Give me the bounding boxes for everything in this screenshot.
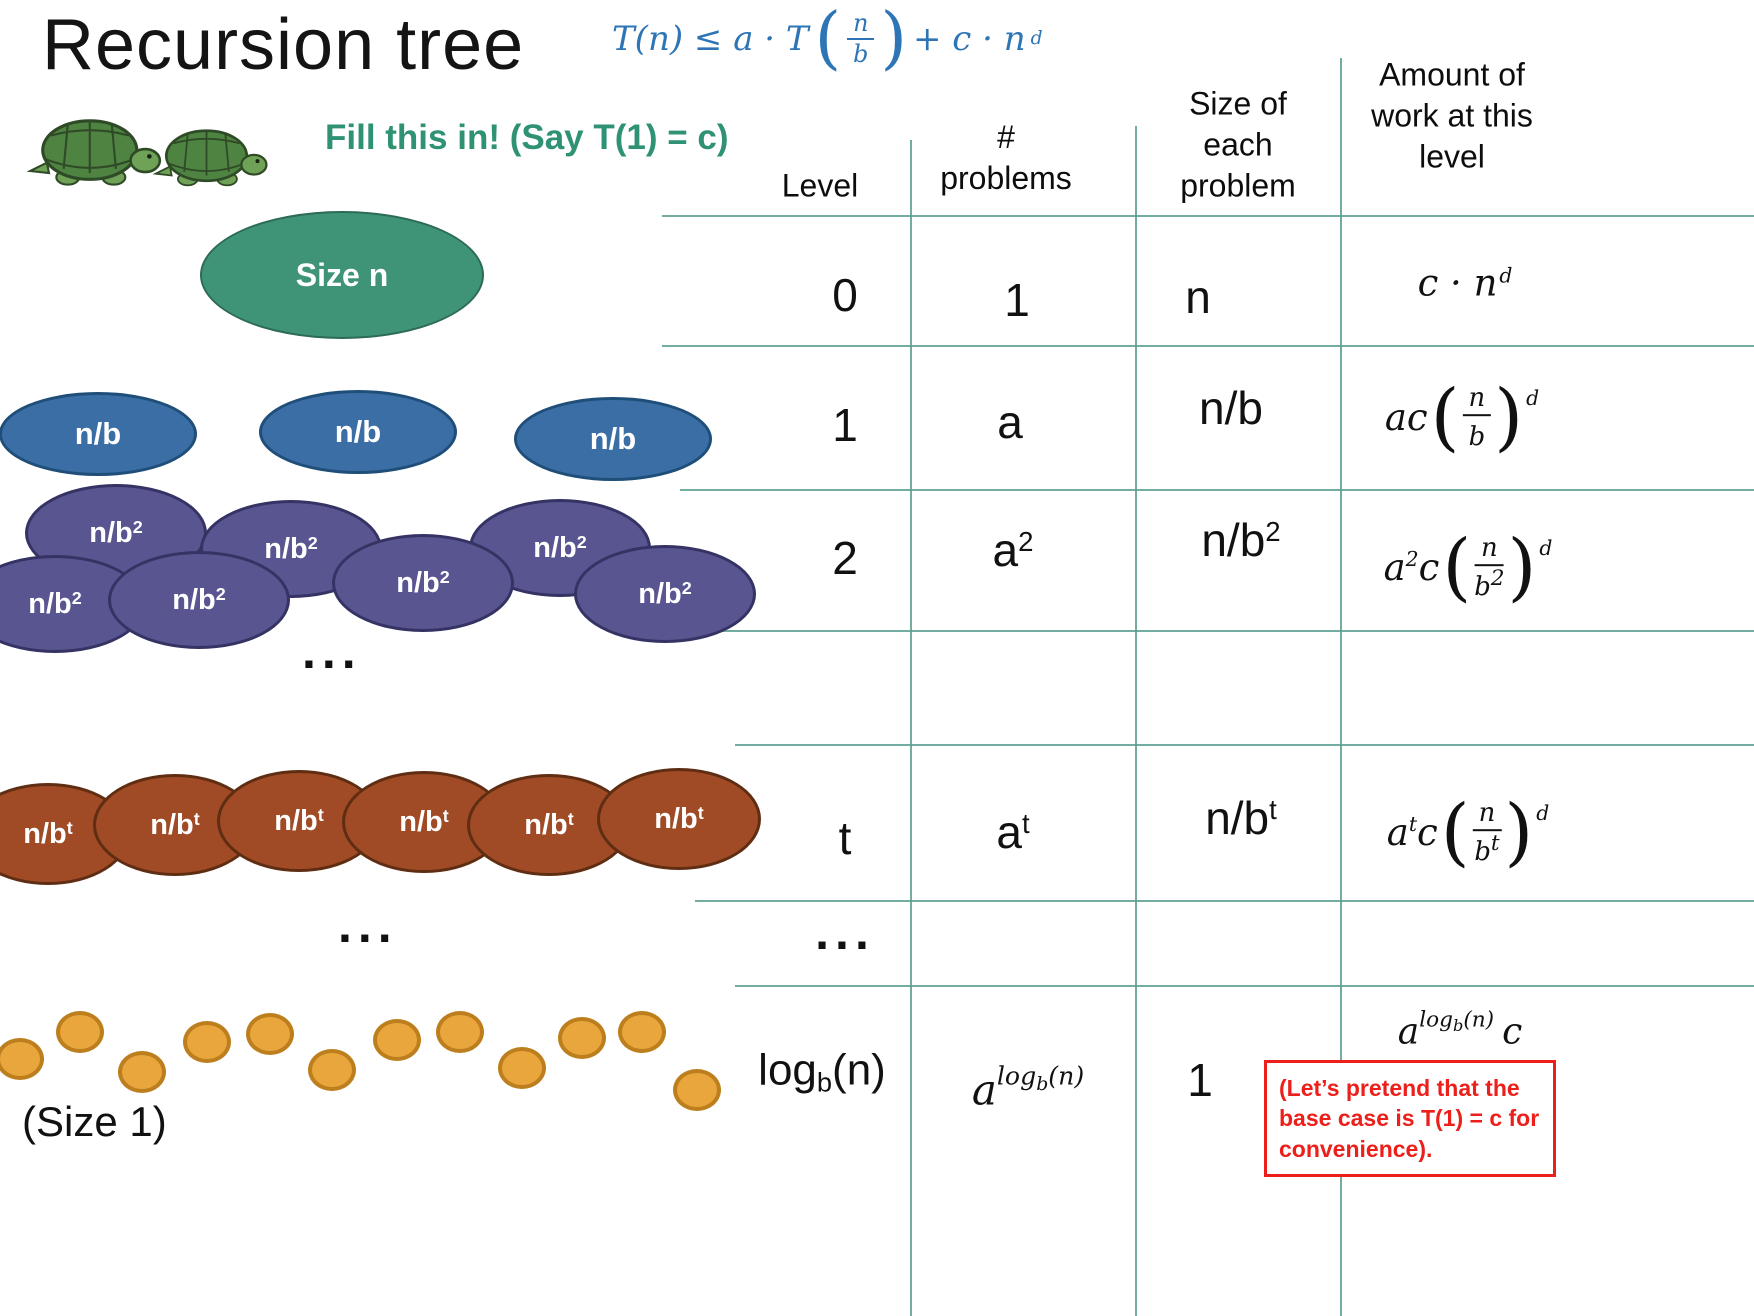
cell-size-0: n bbox=[1185, 271, 1211, 323]
cell-problems-log: alogb(n) bbox=[971, 1061, 1085, 1115]
close-paren: ) bbox=[1504, 789, 1534, 876]
node-label: n/b2 bbox=[638, 577, 692, 610]
node-label: Size n bbox=[295, 256, 389, 293]
cell-work-2: a2c ( n b2 ) d bbox=[1383, 524, 1553, 611]
table-grid-hline bbox=[662, 345, 1754, 347]
tree-level2-node: n/b2 bbox=[108, 551, 290, 649]
page-title: Recursion tree bbox=[42, 5, 525, 85]
node-label: n/bt bbox=[399, 805, 449, 838]
table-grid-vline bbox=[1340, 58, 1342, 1316]
close-paren: ) bbox=[880, 0, 907, 78]
tree-ellipsis: ... bbox=[338, 897, 398, 953]
open-paren: ( bbox=[1442, 524, 1472, 611]
tree-leaf-dot bbox=[246, 1013, 294, 1055]
tree-leaf-dot bbox=[558, 1017, 606, 1059]
col-header-size: Size of each problem bbox=[1180, 85, 1296, 204]
close-paren: ) bbox=[1507, 524, 1537, 611]
tree-leaf-dot bbox=[183, 1021, 231, 1063]
fraction: n b bbox=[847, 10, 875, 67]
tree-root-node: Size n bbox=[200, 211, 484, 339]
node-label: n/bt bbox=[150, 808, 200, 841]
formula-rhs: + c · n bbox=[912, 18, 1026, 59]
table-grid-hline bbox=[680, 489, 1754, 491]
tree-leaf-dot bbox=[498, 1047, 546, 1089]
tree-leaf-dot bbox=[373, 1019, 421, 1061]
cell-work-log: alogb(n)c bbox=[1397, 1007, 1523, 1053]
node-label: n/b bbox=[334, 414, 382, 449]
tree-level1-node: n/b bbox=[0, 392, 197, 476]
fraction: n bt bbox=[1472, 798, 1502, 867]
node-label: n/bt bbox=[524, 808, 574, 841]
col-header-level: Level bbox=[781, 167, 859, 204]
cell-problems-1: a bbox=[997, 396, 1023, 448]
cell-size-t: n/bt bbox=[1205, 792, 1277, 844]
turtle-icon bbox=[26, 119, 162, 186]
table-grid-hline bbox=[662, 215, 1754, 217]
tree-leaf-dot bbox=[56, 1011, 104, 1053]
tree-levelt-node: n/bt bbox=[93, 774, 257, 876]
table-grid-hline bbox=[735, 744, 1754, 746]
cell-level-t: t bbox=[838, 812, 852, 864]
base-case-note: (Let’s pretend that the base case is T(1… bbox=[1264, 1060, 1556, 1178]
formula-exponent: d bbox=[1030, 28, 1043, 50]
table-grid-hline bbox=[695, 900, 1754, 902]
table-ellipsis: ... bbox=[815, 904, 875, 960]
cell-level-1: 1 bbox=[832, 399, 858, 451]
table-grid-hline bbox=[735, 985, 1754, 987]
open-paren: ( bbox=[1440, 789, 1470, 876]
tree-level1-node: n/b bbox=[514, 397, 712, 481]
tree-level1-node: n/b bbox=[259, 390, 457, 474]
open-paren: ( bbox=[814, 0, 842, 78]
node-label: n/b2 bbox=[264, 532, 318, 565]
cell-size-2: n/b2 bbox=[1201, 514, 1281, 566]
formula-lhs: T(n) ≤ a · T bbox=[612, 18, 809, 59]
cell-level-0: 0 bbox=[832, 269, 858, 321]
table-grid-hline bbox=[700, 630, 1754, 632]
recurrence-formula: T(n) ≤ a · T ( n b ) + c · n d bbox=[612, 0, 1043, 78]
col-header-work: Amount of work at this level bbox=[1371, 56, 1533, 175]
node-label: n/b bbox=[589, 421, 637, 456]
cell-problems-2: a2 bbox=[992, 524, 1034, 576]
tree-level2-node: n/b2 bbox=[574, 545, 756, 643]
cell-problems-t: at bbox=[996, 806, 1030, 858]
node-label: n/b bbox=[74, 416, 122, 451]
cell-size-1: n/b bbox=[1199, 382, 1263, 434]
tree-level2-node: n/b2 bbox=[332, 534, 514, 632]
tree-leaf-dot bbox=[308, 1049, 356, 1091]
node-label: n/b2 bbox=[533, 531, 587, 564]
tree-leaf-dot bbox=[118, 1051, 166, 1093]
tree-leaf-dot bbox=[436, 1011, 484, 1053]
tree-levelt-node: n/bt bbox=[467, 774, 631, 876]
tree-leaf-dot bbox=[673, 1069, 721, 1111]
node-label: n/b2 bbox=[28, 587, 82, 620]
node-label: n/b2 bbox=[89, 516, 143, 549]
cell-level-log: logb(n) bbox=[758, 1045, 886, 1098]
table-grid-vline bbox=[1135, 126, 1137, 1316]
tree-levelt-node: n/bt bbox=[597, 768, 761, 870]
fill-in-note: Fill this in! (Say T(1) = c) bbox=[325, 118, 729, 157]
turtle-icon bbox=[152, 129, 268, 187]
open-paren: ( bbox=[1430, 374, 1460, 461]
table-grid-vline bbox=[910, 140, 912, 1316]
cell-level-2: 2 bbox=[832, 532, 858, 584]
node-label: n/bt bbox=[23, 817, 73, 850]
node-label: n/b2 bbox=[172, 583, 226, 616]
col-header-problems: # problems bbox=[940, 119, 1072, 196]
tree-leaf-dot bbox=[0, 1038, 44, 1080]
fraction: n b bbox=[1462, 384, 1492, 452]
tree-ellipsis: ... bbox=[302, 623, 362, 679]
node-label: n/bt bbox=[274, 804, 324, 837]
fraction: n b2 bbox=[1474, 533, 1505, 602]
cell-work-1: ac ( n b ) d bbox=[1384, 374, 1540, 461]
cell-problems-0: 1 bbox=[1004, 274, 1030, 326]
node-label: n/bt bbox=[654, 802, 704, 835]
close-paren: ) bbox=[1494, 374, 1524, 461]
node-label: n/b2 bbox=[396, 566, 450, 599]
cell-work-t: atc ( n bt ) d bbox=[1386, 789, 1550, 876]
size-one-label: (Size 1) bbox=[22, 1098, 167, 1145]
tree-leaf-dot bbox=[618, 1011, 666, 1053]
cell-size-log: 1 bbox=[1187, 1054, 1213, 1106]
